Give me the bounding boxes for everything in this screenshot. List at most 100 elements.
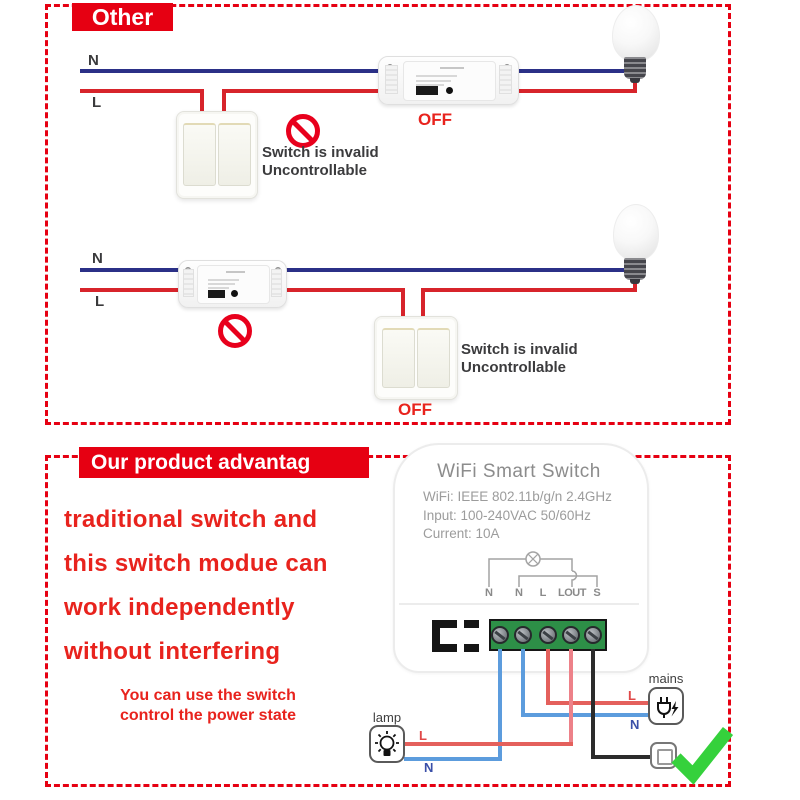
d2-live-wire-b [281,288,405,292]
device-seam [399,603,639,605]
other-section-border [45,4,731,425]
device-clip [432,620,440,652]
d1-bulb-wire [633,78,637,91]
module-label-panel [402,61,497,101]
device-schematic [488,551,598,587]
terminal-screw [562,626,580,644]
d2-smart-module [178,260,287,308]
other-section-header: Other [72,3,173,31]
wire-n-to-lamp-h [404,757,502,761]
module-brand-mark [440,67,465,70]
terminal-label-lout: LOUT [558,587,586,599]
d2-live-wire-a [80,288,184,292]
module-barcode [208,289,225,298]
d2-bulb-base [624,258,646,284]
paragraph-line: this switch modue can [64,550,328,577]
d1-prohibition-icon [286,114,320,148]
device-clip [440,644,457,652]
terminal-label-s: S [593,587,601,599]
wire-l-to-mains-h [546,701,658,705]
d2-switch-wire-right [421,290,425,318]
module-button-icon [445,87,453,95]
paragraph-line: traditional switch and [64,506,318,533]
wire-lout-to-lamp-v [569,649,573,746]
advantage-section-header: Our product advantag [79,447,369,478]
d2-rocker-left [381,327,416,388]
terminal-label-n2: N [515,587,523,599]
lamp-n-label: N [424,760,434,775]
advantage-title: Our product advantag [91,450,311,474]
d1-rocker-right [217,123,251,186]
module-terminal-strip [498,65,513,94]
mains-l-label: L [628,688,636,703]
d1-n-label: N [88,52,99,69]
lamp-icon [369,725,405,763]
d2-bulb-icon [613,204,659,261]
d2-warning-line1: Switch is invalid [461,341,578,358]
device-clip [440,620,457,628]
check-icon [671,726,734,785]
note-line: control the power state [119,707,297,724]
spec-line: Current: 10A [423,526,500,541]
d1-l-label: L [92,94,102,111]
d2-live-wire-c [421,288,637,292]
d1-neutral-wire [80,69,627,73]
d2-off-label: OFF [398,400,432,419]
device-clip [464,644,479,652]
paragraph-line: work independently [64,594,295,621]
d2-warning-line2: Uncontrollable [461,359,567,376]
module-terminal-strip [271,269,282,297]
module-brand-mark [226,270,245,273]
wire-lout-to-lamp-h [404,742,573,746]
wire-l-to-mains-v [546,649,550,705]
terminal-label-l: L [539,587,547,599]
advantage-paragraph: traditional switch and this switch modue… [64,498,394,674]
wire-n-to-lamp-v [498,649,502,761]
device-clip [464,620,479,628]
mains-n-label: N [630,717,640,732]
module-terminal-strip [384,65,399,94]
lamp-l-label: L [419,728,427,743]
d1-live-wire-a [80,89,204,93]
d1-switch-wire-right [222,91,226,114]
d2-l-label: L [95,293,105,310]
module-label-panel [197,265,270,304]
d1-warning-line2: Uncontrollable [262,162,368,179]
d1-off-label: OFF [418,110,452,129]
terminal-screw [584,626,602,644]
spec-line: Input: 100-240VAC 50/60Hz [423,507,591,523]
wire-n-to-mains-h [521,713,660,717]
wire-s-to-switch-h [591,755,653,759]
device-title: WiFi Smart Switch [437,461,601,482]
note-line: You can use the switch [120,687,296,704]
d2-neutral-wire [80,268,627,272]
module-terminal-strip [183,269,194,297]
terminal-screw [491,626,509,644]
d1-smart-module [378,56,519,105]
d1-bulb-base [624,57,646,83]
terminal-screw [539,626,557,644]
other-title: Other [91,3,154,30]
d1-bulb-icon [612,5,660,62]
module-button-icon [230,290,238,298]
d1-wall-switch [176,111,258,199]
advantage-section-border [45,455,731,787]
d1-warning-text: Switch is invalid Uncontrollable [262,144,379,180]
d2-warning-text: Switch is invalid Uncontrollable [461,341,578,377]
advantage-note: You can use the switch control the power… [88,686,328,726]
d2-prohibition-icon [218,314,252,348]
terminal-screw [514,626,532,644]
paragraph-line: without interfering [64,638,281,665]
spec-line: WiFi: IEEE 802.11b/g/n 2.4GHz [423,489,612,504]
terminal-label-n1: N [485,587,493,599]
wire-s-to-switch-v [591,649,595,759]
d2-rocker-right [416,327,451,388]
switch-mini-icon [650,742,677,769]
lamp-label: lamp [372,710,402,725]
d2-wall-switch [374,316,458,400]
d1-switch-wire-left [200,91,204,114]
d1-rocker-left [183,123,217,186]
d2-switch-wire-left [401,290,405,318]
d2-n-label: N [92,250,103,267]
mains-icon [648,687,684,725]
